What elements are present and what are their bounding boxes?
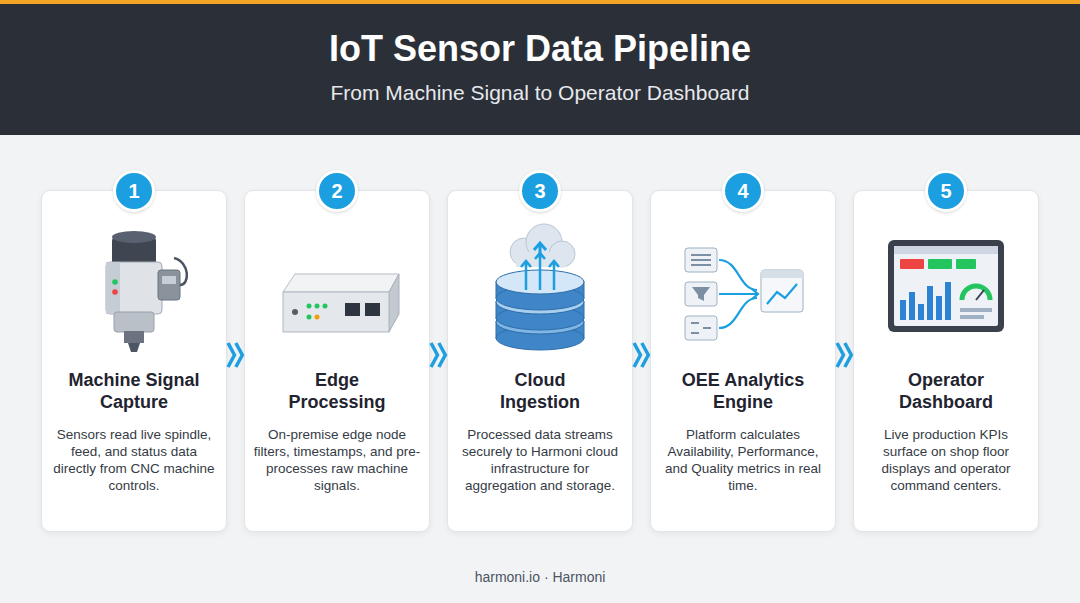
step-number: 1 — [113, 170, 155, 212]
page-title: IoT Sensor Data Pipeline — [0, 28, 1080, 70]
footer-caption: harmoni.io · Harmoni — [0, 569, 1080, 585]
step-description: Sensors read live spindle, feed, and sta… — [50, 426, 218, 494]
step-number: 4 — [722, 170, 764, 212]
flow-chevron — [431, 343, 445, 367]
step-number: 3 — [519, 170, 561, 212]
accent-bar — [0, 0, 1080, 4]
step-title: Cloud Ingestion — [480, 369, 600, 413]
dashboard-icon — [888, 240, 1004, 332]
step-description: On-premise edge node filters, timestamps… — [253, 426, 421, 494]
step-description: Live production KPIs surface on shop flo… — [862, 426, 1030, 494]
process-card: 4OEE Analytics EnginePlatform calculates… — [650, 190, 836, 532]
step-description: Platform calculates Availability, Perfor… — [659, 426, 827, 494]
cloud-server-icon — [496, 224, 584, 350]
step-title: Edge Processing — [277, 369, 397, 413]
step-title: Machine Signal Capture — [54, 369, 214, 413]
process-card: 2Edge ProcessingOn-premise edge node fil… — [244, 190, 430, 532]
spindle-icon — [106, 231, 187, 352]
flow-chevron — [228, 343, 242, 367]
flow-chevron — [837, 343, 851, 367]
edge-node-icon — [283, 274, 399, 332]
step-title: Operator Dashboard — [886, 369, 1006, 413]
flow-chevron — [634, 343, 648, 367]
process-card: 1Machine Signal CaptureSensors read live… — [41, 190, 227, 532]
analytics-icon — [685, 248, 803, 340]
step-number: 5 — [925, 170, 967, 212]
step-number: 2 — [316, 170, 358, 212]
process-card: 3Cloud IngestionProcessed data streams s… — [447, 190, 633, 532]
step-title: OEE Analytics Engine — [663, 369, 823, 413]
subtitle: From Machine Signal to Operator Dashboar… — [0, 81, 1080, 105]
process-card: 5Operator DashboardLive production KPIs … — [853, 190, 1039, 532]
step-description: Processed data streams securely to Harmo… — [456, 426, 624, 494]
